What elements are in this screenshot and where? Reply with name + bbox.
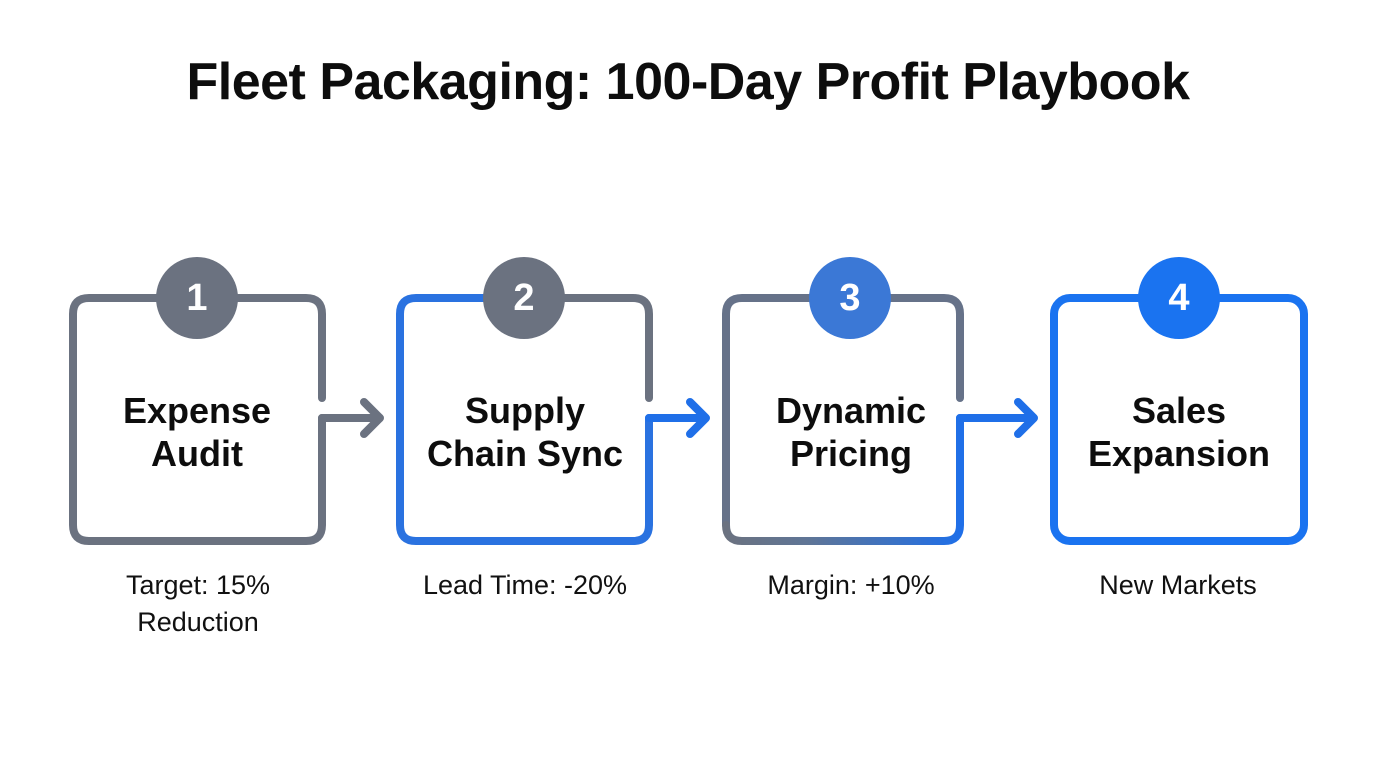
- caption-line1: Lead Time: -20%: [422, 570, 628, 600]
- caption-line1: Target: 15%: [125, 570, 271, 600]
- step-label-line1: Expense: [122, 390, 272, 431]
- caption-line1: New Markets: [1099, 570, 1257, 600]
- step-label-4: Sales Expansion: [1051, 389, 1307, 475]
- step-number-badge-2: [483, 257, 565, 339]
- step-label-line2: Audit: [151, 433, 243, 474]
- connector-arrow-1: [318, 398, 384, 438]
- connector-arrow-2: [645, 398, 710, 438]
- step-label-line1: Supply: [464, 390, 585, 431]
- connector-arrow-3: [956, 398, 1038, 438]
- step-label-line1: Dynamic: [775, 390, 927, 431]
- step-caption-3: Margin: +10%: [701, 567, 1001, 604]
- step-label-line2: Pricing: [789, 433, 913, 474]
- step-caption-4: New Markets: [1028, 567, 1328, 604]
- step-number-3: 3: [839, 277, 861, 319]
- step-number-2: 2: [513, 277, 535, 319]
- step-number-badge-1: [156, 257, 238, 339]
- caption-line2: Reduction: [137, 607, 259, 637]
- step-label-3: Dynamic Pricing: [723, 389, 979, 475]
- step-caption-2: Lead Time: -20%: [375, 567, 675, 604]
- step-number-1: 1: [186, 277, 208, 319]
- caption-line1: Margin: +10%: [767, 570, 935, 600]
- diagram-title: Fleet Packaging: 100-Day Profit Playbook: [186, 53, 1191, 111]
- step-box-1: [69, 294, 384, 545]
- step-number-badge-3: [809, 257, 891, 339]
- step-label-1: Expense Audit: [69, 389, 325, 475]
- step-box-2: [396, 294, 710, 545]
- step-label-2: Supply Chain Sync: [397, 389, 653, 475]
- step-label-line1: Sales: [1131, 390, 1227, 431]
- step-number-badge-4: [1138, 257, 1220, 339]
- step-caption-1: Target: 15% Reduction: [48, 567, 348, 641]
- step-label-line2: Chain Sync: [426, 433, 624, 474]
- step-box-3: [722, 294, 1038, 545]
- step-label-line2: Expansion: [1087, 433, 1271, 474]
- step-number-4: 4: [1168, 277, 1190, 319]
